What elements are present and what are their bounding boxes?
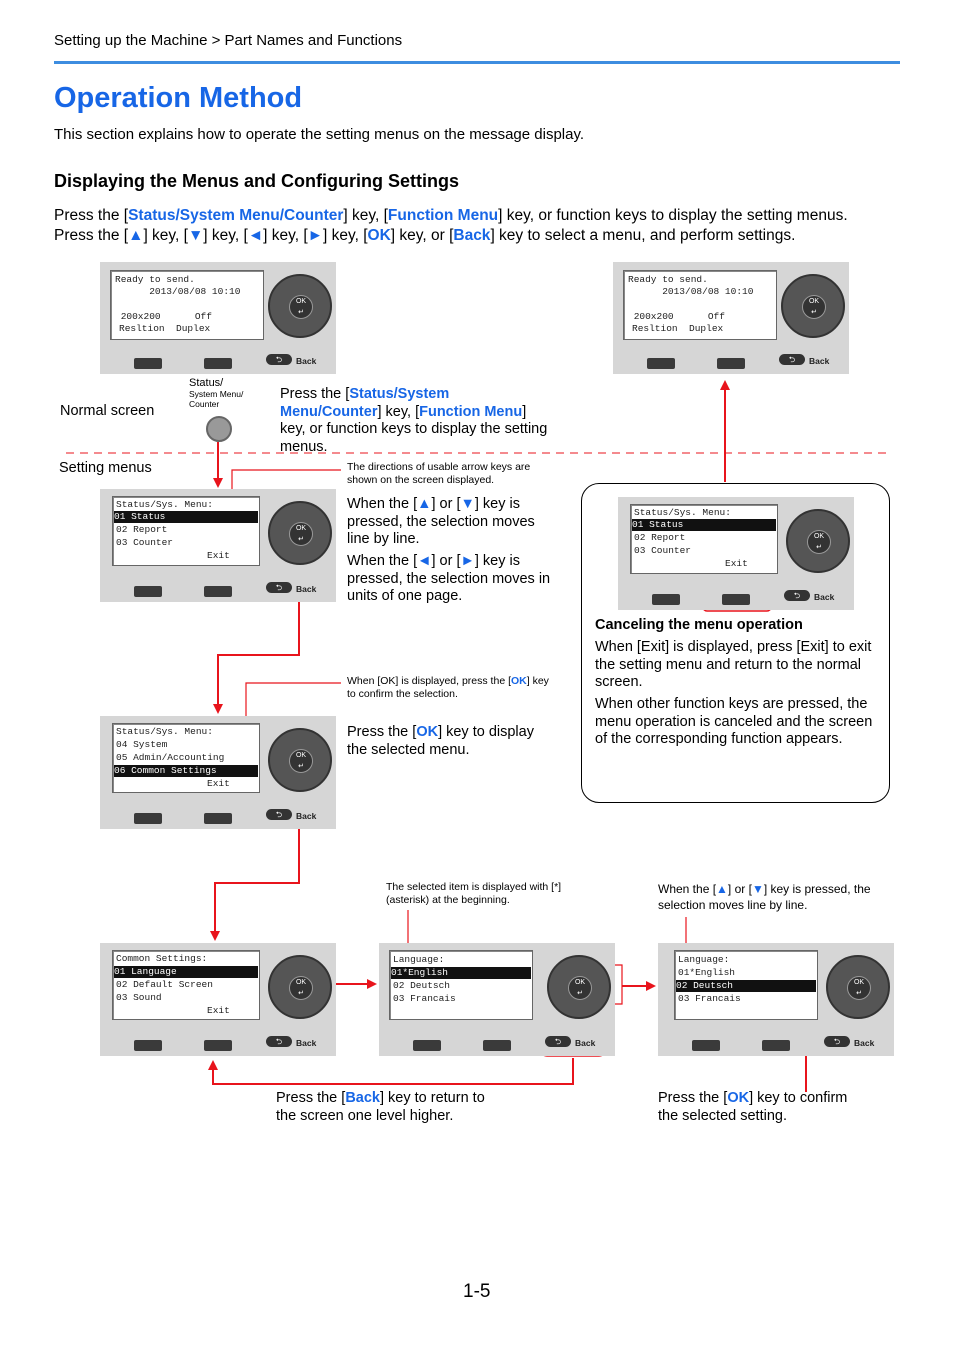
callout-updown: When the [▲] or [▼] key is pressed, the … [347, 496, 535, 547]
lcd-menu-1: Status/Sys. Menu: 01 Status 02 Report 03… [112, 496, 260, 566]
lcd-normal-return: Ready to send. 2013/08/08 10:10 200x200 … [623, 270, 777, 340]
label-setting-menus: Setting menus [59, 460, 152, 476]
lcd-normal: Ready to send. 2013/08/08 10:10 200x200 … [110, 270, 264, 340]
function-key-right[interactable] [204, 813, 232, 824]
callout-leftright: When the [◄] or [►] key is pressed, the … [347, 553, 551, 604]
section-heading: Displaying the Menus and Configuring Set… [54, 171, 460, 191]
panel-common-settings: Common Settings: 01 Language 02 Default … [100, 943, 336, 1056]
callout-ok-displayed: When [OK] is displayed, press the [OK] k… [347, 675, 549, 700]
lcd-language-2: Language: 01*English 02 Deutsch 03 Franc… [674, 950, 818, 1020]
function-key-left[interactable] [647, 358, 675, 369]
panel-language-2: Language: 01*English 02 Deutsch 03 Franc… [658, 943, 894, 1056]
function-key-right[interactable] [762, 1040, 790, 1051]
ok-button[interactable]: OK↵ [568, 976, 592, 1000]
lcd-menu-cancel: Status/Sys. Menu: 01 Status 02 Report 03… [630, 504, 778, 574]
callout-updown-2: When the [▲] or [▼] key is pressed, the … [658, 882, 871, 912]
ok-button[interactable]: OK↵ [289, 749, 313, 773]
page-title: Operation Method [54, 82, 303, 114]
arrow-keypad[interactable]: OK↵ [268, 501, 332, 565]
label-normal-screen: Normal screen [60, 403, 155, 419]
intro-text: This section explains how to operate the… [54, 126, 585, 143]
function-key-right[interactable] [204, 586, 232, 597]
back-button[interactable]: ⮌ [266, 1036, 292, 1047]
back-button[interactable]: ⮌ [784, 590, 810, 601]
instructions-paragraph: Press the [Status/System Menu/Counter] k… [54, 207, 848, 244]
function-key-left[interactable] [134, 813, 162, 824]
ok-button[interactable]: OK↵ [847, 976, 871, 1000]
page-number: 1-5 [463, 1281, 491, 1302]
function-key-right[interactable] [204, 1040, 232, 1051]
function-key-left[interactable] [134, 1040, 162, 1051]
arrow-keypad[interactable]: OK↵ [268, 955, 332, 1019]
callout-directions: The directions of usable arrow keys are … [347, 461, 531, 486]
cancel-text-2: When other function keys are pressed, th… [595, 696, 873, 747]
lcd-language-1: Language: 01*English 02 Deutsch 03 Franc… [389, 950, 533, 1020]
function-key-right[interactable] [717, 358, 745, 369]
arrow-keypad[interactable]: OK↵ [826, 955, 890, 1019]
ok-button[interactable]: OK↵ [289, 522, 313, 546]
arrow-keypad[interactable]: OK↵ [268, 274, 332, 338]
back-button[interactable]: ⮌ [266, 582, 292, 593]
cancel-menu-box: Status/Sys. Menu: 01 Status 02 Report 03… [581, 483, 890, 803]
panel-menu-1: Status/Sys. Menu: 01 Status 02 Report 03… [100, 489, 336, 602]
panel-language-1: Language: 01*English 02 Deutsch 03 Franc… [379, 943, 615, 1056]
back-button[interactable]: ⮌ [266, 354, 292, 365]
function-key-left[interactable] [134, 358, 162, 369]
panel-normal: Ready to send. 2013/08/08 10:10 200x200 … [100, 262, 336, 374]
function-key-right[interactable] [483, 1040, 511, 1051]
function-key-right[interactable] [204, 358, 232, 369]
arrow-keypad[interactable]: OK↵ [268, 728, 332, 792]
ok-button[interactable]: OK↵ [807, 530, 831, 554]
panel-normal-return: Ready to send. 2013/08/08 10:10 200x200 … [613, 262, 849, 374]
ok-button[interactable]: OK↵ [802, 295, 826, 319]
header-rule [54, 61, 900, 64]
ok-button[interactable]: OK↵ [289, 976, 313, 1000]
arrow-keypad[interactable]: OK↵ [547, 955, 611, 1019]
back-button[interactable]: ⮌ [779, 354, 805, 365]
panel-menu-cancel: Status/Sys. Menu: 01 Status 02 Report 03… [618, 497, 854, 610]
back-button[interactable]: ⮌ [824, 1036, 850, 1047]
function-key-left[interactable] [413, 1040, 441, 1051]
arrow-keypad[interactable]: OK↵ [786, 509, 850, 573]
function-key-left[interactable] [692, 1040, 720, 1051]
callout-press-status: Press the [Status/System Menu/Counter] k… [280, 386, 548, 455]
cancel-text-1: When [Exit] is displayed, press [Exit] t… [595, 639, 872, 690]
callout-asterisk: The selected item is displayed with [*] … [386, 881, 562, 906]
breadcrumb: Setting up the Machine > Part Names and … [54, 32, 403, 49]
ok-button[interactable]: OK↵ [289, 295, 313, 319]
arrow-keypad[interactable]: OK↵ [781, 274, 845, 338]
callout-press-ok-confirm: Press the [OK] key to confirm the select… [658, 1090, 848, 1124]
function-key-left[interactable] [652, 594, 680, 605]
function-key-left[interactable] [134, 586, 162, 597]
panel-menu-2: Status/Sys. Menu: 04 System 05 Admin/Acc… [100, 716, 336, 829]
lcd-common-settings: Common Settings: 01 Language 02 Default … [112, 950, 260, 1020]
back-button[interactable]: ⮌ [266, 809, 292, 820]
status-system-menu-key[interactable] [206, 416, 232, 442]
status-key-label: Status/ System Menu/ Counter [189, 377, 244, 410]
cancel-heading: Canceling the menu operation [595, 617, 803, 633]
callout-press-back: Press the [Back] key to return to the sc… [276, 1090, 485, 1124]
lcd-menu-2: Status/Sys. Menu: 04 System 05 Admin/Acc… [112, 723, 260, 793]
exit-function-key[interactable] [722, 594, 750, 605]
back-button[interactable]: ⮌ [545, 1036, 571, 1047]
callout-press-ok-display: Press the [OK] key to display the select… [347, 724, 534, 758]
